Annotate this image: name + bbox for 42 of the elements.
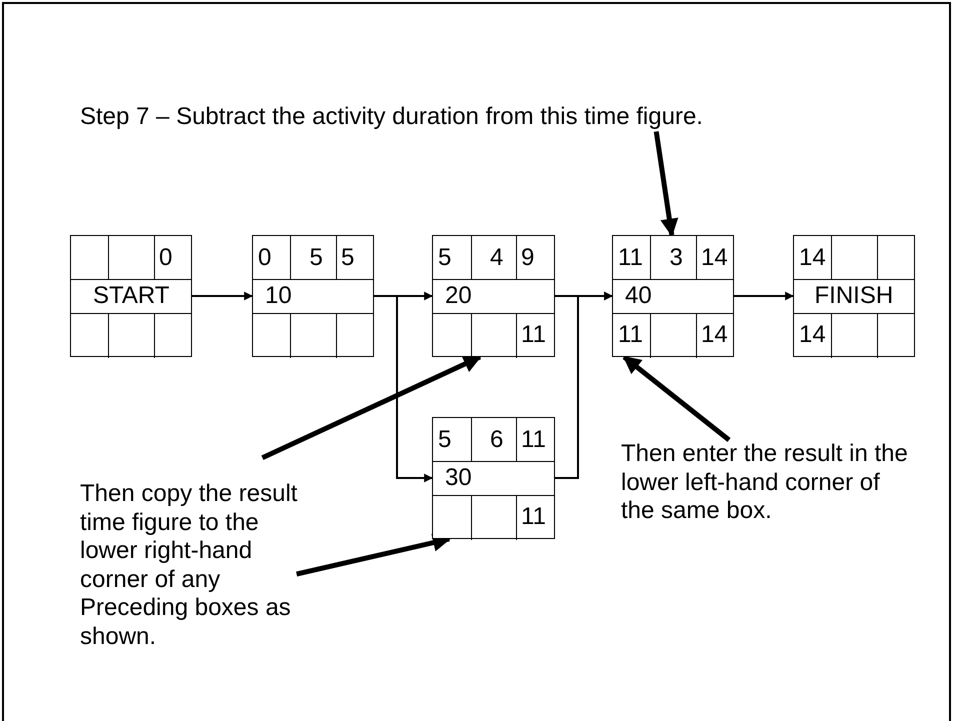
arrow bbox=[734, 292, 794, 300]
time-figure: 5 bbox=[341, 246, 354, 270]
activity-box bbox=[612, 235, 734, 357]
activity-box bbox=[432, 235, 555, 357]
time-figure: 0 bbox=[258, 246, 272, 270]
activity-label: 40 bbox=[625, 284, 652, 308]
arrow bbox=[192, 292, 253, 300]
time-figure: 11 bbox=[521, 322, 546, 346]
time-figure: 5 bbox=[438, 246, 452, 270]
time-figure: 0 bbox=[159, 246, 172, 270]
time-figure: 9 bbox=[521, 246, 534, 270]
arrow bbox=[555, 292, 613, 479]
time-figure: 5 bbox=[438, 428, 452, 452]
activity-box bbox=[432, 417, 555, 539]
time-figure: 14 bbox=[701, 246, 728, 270]
leader-line bbox=[654, 131, 678, 237]
time-figure: 6 bbox=[490, 428, 504, 452]
time-figure: 4 bbox=[490, 246, 504, 270]
time-figure: 14 bbox=[701, 322, 728, 346]
leader-line bbox=[261, 354, 482, 460]
activity-label: START bbox=[93, 284, 170, 308]
leader-line bbox=[622, 355, 731, 442]
time-figure: 11 bbox=[521, 504, 546, 528]
time-figure: 14 bbox=[799, 246, 826, 270]
leader-line bbox=[296, 534, 451, 576]
activity-box bbox=[70, 235, 192, 357]
activity-label: FINISH bbox=[814, 284, 894, 308]
time-figure: 11 bbox=[618, 246, 643, 270]
time-figure: 3 bbox=[670, 246, 683, 270]
activity-box bbox=[793, 235, 915, 357]
activity-label: 30 bbox=[445, 466, 472, 490]
instruction-note: Then enter the result in the lower left-hand corner of the same box. bbox=[621, 440, 913, 526]
time-figure: 5 bbox=[310, 246, 323, 270]
activity-box bbox=[252, 235, 374, 357]
instruction-note: Then copy the result time figure to the lower right-hand corner of any Preceding boxes as shown. bbox=[80, 480, 308, 651]
arrow bbox=[374, 295, 433, 482]
activity-label: 10 bbox=[265, 284, 292, 308]
time-figure: 11 bbox=[521, 428, 546, 452]
time-figure: 11 bbox=[618, 322, 643, 346]
activity-label: 20 bbox=[445, 284, 472, 308]
instruction-note: Step 7 – Subtract the activity duration from this time figure. bbox=[80, 103, 703, 132]
time-figure: 14 bbox=[799, 322, 826, 346]
